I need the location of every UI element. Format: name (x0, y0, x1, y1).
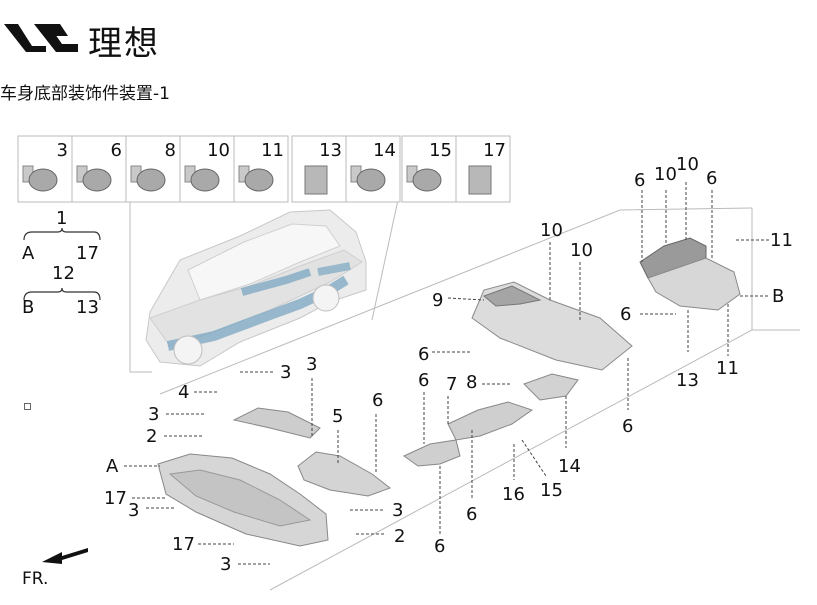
fastener-legend-cell: 15 (401, 135, 457, 203)
fastener-head-icon (356, 168, 386, 192)
callout-label: 11 (770, 230, 793, 251)
rear-shield-part-10 (639, 237, 741, 311)
brand-name: 理想 (88, 24, 160, 64)
callout-label: 3 (280, 362, 291, 383)
callout-label: 4 (178, 382, 189, 403)
kit-bracket-12 (23, 287, 101, 301)
leader-lines (124, 182, 770, 565)
callout-label: 13 (676, 370, 699, 391)
fastener-legend-label: 11 (261, 140, 284, 161)
callout-label: 11 (716, 358, 739, 379)
kit-1-right: 17 (76, 243, 99, 264)
fastener-legend-label: 13 (319, 140, 342, 161)
fastener-legend-cell: 6 (71, 135, 127, 203)
callout-labels: 6 10 10 6 11 B 6 13 11 10 10 9 6 6 6 7 8… (104, 154, 793, 575)
small-square-marker (24, 403, 31, 410)
side-shield-part-8 (403, 373, 579, 467)
fastener-legend-label: 8 (165, 140, 176, 161)
callout-label: 3 (306, 354, 317, 375)
callout-label: 8 (466, 372, 477, 393)
fastener-legend: 3 6 8 10 11 13 14 15 17 (17, 135, 511, 203)
callout-label: A (106, 456, 119, 477)
callout-label: 6 (418, 344, 429, 365)
callout-label: 6 (706, 168, 717, 189)
fastener-legend-label: 14 (373, 140, 396, 161)
front-direction-label: FR. (22, 569, 48, 589)
kit-12-right: 13 (76, 297, 99, 318)
callout-label: 6 (622, 416, 633, 437)
callout-label: 5 (332, 406, 343, 427)
fastener-head-icon (136, 168, 166, 192)
callout-label: 2 (146, 426, 157, 447)
callout-label: 10 (654, 164, 677, 185)
fastener-legend-label: 17 (483, 140, 506, 161)
callout-label: 6 (634, 170, 645, 191)
callout-label: 17 (172, 534, 195, 555)
fastener-head-icon (82, 168, 112, 192)
callout-label: 14 (558, 456, 581, 477)
kit-bracket-1 (23, 227, 101, 241)
fastener-legend-label: 10 (207, 140, 230, 161)
fastener-legend-cell: 10 (179, 135, 235, 203)
clip-nut-icon (304, 165, 328, 195)
callout-label: 2 (394, 526, 405, 547)
vehicle-illustration (145, 209, 367, 367)
fastener-legend-cell: 14 (345, 135, 401, 203)
callout-label: 3 (148, 404, 159, 425)
brand-logo (4, 24, 78, 52)
fastener-head-icon (244, 168, 274, 192)
fastener-head-icon (190, 168, 220, 192)
callout-label: 7 (446, 374, 457, 395)
fastener-legend-cell: 13 (291, 135, 347, 203)
callout-label: 3 (128, 500, 139, 521)
callout-label: 6 (418, 370, 429, 391)
callout-label: 6 (372, 390, 383, 411)
fastener-legend-cell: 3 (17, 135, 73, 203)
kit-1-left: A (22, 243, 35, 264)
fastener-legend-cell: 17 (455, 135, 511, 203)
fastener-legend-label: 6 (111, 140, 122, 161)
callout-label: 6 (620, 304, 631, 325)
fastener-legend-cell: 8 (125, 135, 181, 203)
center-shield-part-5 (232, 407, 392, 497)
kit-12-left: B (22, 297, 34, 318)
callout-label: 15 (540, 480, 563, 501)
callout-label: 3 (220, 554, 231, 575)
fastener-head-icon (412, 168, 442, 192)
fastener-legend-label: 15 (429, 140, 452, 161)
callout-label: 6 (434, 536, 445, 557)
kit-12-id: 12 (52, 263, 75, 284)
callout-label: 6 (466, 504, 477, 525)
callout-label: B (772, 286, 784, 307)
page-title: 车身底部装饰件装置-1 (0, 84, 170, 104)
callout-label: 10 (570, 240, 593, 261)
callout-label: 16 (502, 484, 525, 505)
callout-label: 17 (104, 488, 127, 509)
callout-label: 10 (676, 154, 699, 175)
callout-label: 3 (392, 500, 403, 521)
kit-1-id: 1 (56, 208, 67, 229)
floor-shield-part-9 (471, 281, 633, 371)
fastener-head-icon (28, 168, 58, 192)
front-shield-part-A (157, 453, 329, 547)
callout-label: 9 (432, 290, 443, 311)
clip-nut-icon (468, 165, 492, 195)
front-direction-arrow (42, 548, 88, 564)
fastener-legend-label: 3 (57, 140, 68, 161)
callout-label: 10 (540, 220, 563, 241)
fastener-legend-cell: 11 (233, 135, 289, 203)
